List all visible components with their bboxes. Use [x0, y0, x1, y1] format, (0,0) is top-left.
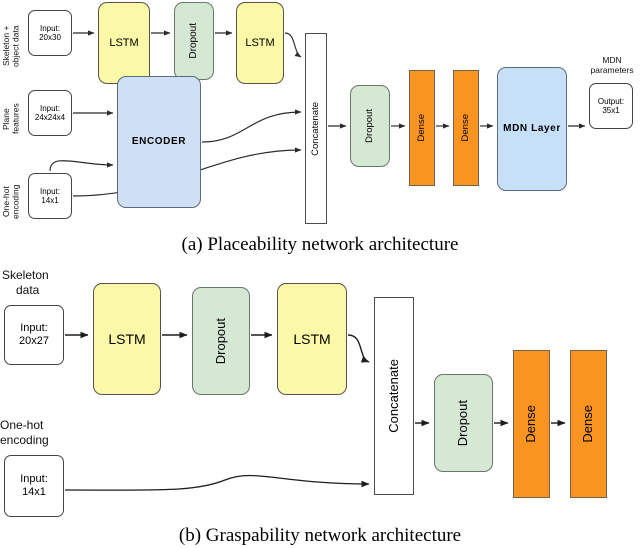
b-input-box-2-title: Input:	[20, 473, 48, 486]
figure-a-dense-2: Dense	[453, 70, 479, 186]
b-input-box-1-shape: 20x27	[19, 335, 49, 347]
figure-b-caption: (b) Graspability network architecture	[178, 525, 462, 546]
figure-a-output-box: Output: 35x1	[589, 83, 633, 129]
figure-a-lstm-1: LSTM	[98, 2, 150, 84]
b-input-box-2-shape: 14x1	[22, 486, 46, 498]
input-box-1-shape: 20x30	[39, 33, 61, 42]
figure-b-dense-2: Dense	[570, 350, 607, 498]
figure-a-input-box-2: Input: 24x24x4	[28, 90, 72, 136]
figure-a-input-box-3: Input: 14x1	[28, 173, 72, 219]
output-box-title: Output:	[597, 96, 625, 106]
input-box-3-shape: 14x1	[41, 196, 59, 205]
b-input-box-1-title: Input:	[20, 322, 48, 335]
figure-b-dense-1: Dense	[513, 350, 550, 498]
figure-a-concatenate: Concatenate	[305, 33, 327, 224]
figure-a-mdn-layer: MDN Layer	[497, 67, 567, 191]
figure-a-lstm-2: LSTM	[236, 2, 284, 84]
figure-a-dropout-2: Dropout	[350, 85, 390, 167]
figure-a-caption: (a) Placeability network architecture	[181, 234, 459, 255]
figure-b-concatenate: Concatenate	[374, 297, 414, 495]
figure-b-lstm-1: LSTM	[93, 283, 161, 395]
output-box-shape: 35x1	[602, 106, 620, 115]
figure-a-dropout-1: Dropout	[174, 2, 214, 80]
input-box-3-title: Input:	[39, 186, 60, 196]
figure-a-input-1-label: Skeleton +object data	[1, 25, 21, 67]
figure-a-dense-1: Dense	[409, 70, 435, 186]
input-box-1-title: Input:	[39, 23, 60, 33]
figure-b-input-box-2: Input: 14x1	[4, 455, 64, 517]
figure-b-lstm-2: LSTM	[277, 283, 347, 395]
figure-b-input-box-1: Input: 20x27	[4, 305, 64, 365]
figure-b-dropout-1: Dropout	[192, 287, 250, 395]
input-box-2-shape: 24x24x4	[34, 113, 66, 122]
input-box-2-title: Input:	[39, 103, 60, 113]
figure-a-input-box-1: Input: 20x30	[28, 10, 72, 56]
figure-a-encoder: ENCODER	[117, 76, 201, 208]
figure-b-dropout-2: Dropout	[434, 374, 493, 472]
